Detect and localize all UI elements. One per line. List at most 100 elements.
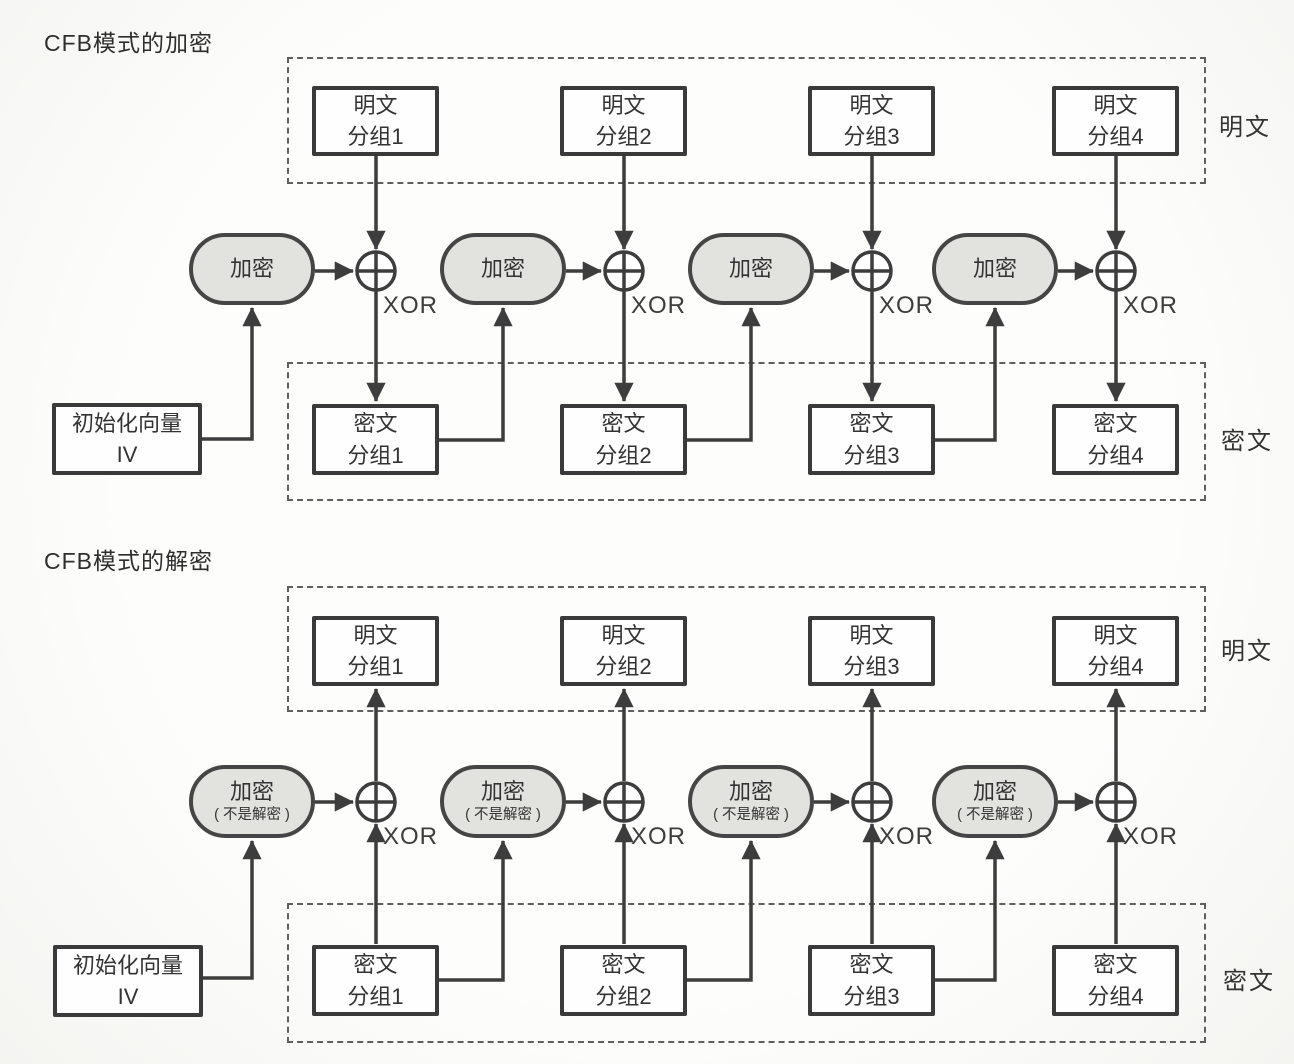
dec-plaintext-block-4: 明文 分组4 bbox=[1052, 616, 1179, 686]
encryption-title: CFB模式的加密 bbox=[44, 30, 213, 56]
dec-ciphertext-block-3-line2: 分组3 bbox=[843, 983, 900, 1009]
enc-xor2-icon bbox=[603, 250, 645, 292]
dec-encrypt-pill-2: 加密 ( 不是解密 ) bbox=[440, 765, 566, 838]
dec-encrypt-pill-1: 加密 ( 不是解密 ) bbox=[189, 765, 315, 838]
dec-plaintext-block-3: 明文 分组3 bbox=[808, 616, 935, 686]
enc-arrow-cipher1-to-encrypt2 bbox=[439, 307, 513, 442]
dec-arrow-cipher2-to-encrypt3 bbox=[687, 840, 761, 982]
dec-ciphertext-block-1-line2: 分组1 bbox=[347, 983, 404, 1009]
dec-ciphertext-block-4-line2: 分组4 bbox=[1087, 983, 1144, 1009]
dec-encrypt-pill-3-line2: ( 不是解密 ) bbox=[713, 807, 789, 823]
dec-iv-box-line2: IV bbox=[117, 984, 139, 1009]
decryption-title: CFB模式的解密 bbox=[44, 548, 213, 574]
enc-plaintext-block-1: 明文 分组1 bbox=[312, 86, 439, 156]
dec-xor-nodes bbox=[355, 781, 1137, 823]
dec-plaintext-block-1: 明文 分组1 bbox=[312, 616, 439, 686]
enc-xor1-icon bbox=[355, 250, 397, 292]
enc-connectors bbox=[202, 156, 1126, 442]
enc-xor-nodes bbox=[355, 250, 1137, 292]
dec-ciphertext-block-2-line1: 密文 bbox=[601, 952, 646, 978]
dec-plaintext-group-label: 明文 bbox=[1221, 638, 1273, 665]
dec-encrypt-pill-3: 加密 ( 不是解密 ) bbox=[688, 765, 814, 838]
dec-xor3-icon bbox=[851, 781, 893, 823]
dec-plaintext-group-frame bbox=[287, 586, 1206, 712]
enc-ciphertext-block-4: 密文 分组4 bbox=[1052, 404, 1179, 475]
enc-xor3-icon bbox=[851, 250, 893, 292]
dec-plaintext-block-3-line2: 分组3 bbox=[843, 654, 900, 679]
dec-ciphertext-block-1-line1: 密文 bbox=[353, 952, 398, 978]
dec-ciphertext-group-label: 密文 bbox=[1223, 968, 1275, 995]
dec-iv-box: 初始化向量 IV bbox=[53, 945, 203, 1017]
dec-xor4-label: XOR bbox=[1123, 823, 1179, 850]
dec-ciphertext-block-1: 密文 分组1 bbox=[312, 945, 439, 1016]
enc-ciphertext-group-label: 密文 bbox=[1221, 428, 1273, 455]
enc-plaintext-block-3: 明文 分组3 bbox=[808, 86, 935, 156]
enc-ciphertext-block-3-line1: 密文 bbox=[849, 411, 894, 437]
enc-plaintext-block-1-line2: 分组1 bbox=[347, 124, 404, 149]
dec-encrypt-pill-4-line1: 加密 bbox=[972, 778, 1017, 804]
dec-plaintext-block-1-line1: 明文 bbox=[353, 622, 398, 648]
enc-plaintext-block-4-line1: 明文 bbox=[1093, 92, 1138, 118]
dec-encrypt-pill-1-line2: ( 不是解密 ) bbox=[214, 807, 290, 823]
enc-arrow-cipher2-to-encrypt3 bbox=[687, 307, 761, 442]
enc-arrow-cipher3-to-encrypt4 bbox=[935, 307, 1005, 442]
dec-xor3-label: XOR bbox=[879, 823, 935, 850]
enc-plaintext-group-frame bbox=[287, 57, 1206, 184]
dec-ciphertext-block-2: 密文 分组2 bbox=[560, 945, 687, 1016]
enc-arrow-iv-to-encrypt1 bbox=[202, 307, 262, 441]
enc-encrypt-pill-3-label: 加密 bbox=[728, 255, 773, 281]
dec-encrypt-pill-2-line1: 加密 bbox=[480, 778, 525, 804]
enc-ciphertext-block-4-line2: 分组4 bbox=[1087, 442, 1144, 468]
enc-plaintext-block-2: 明文 分组2 bbox=[560, 86, 687, 156]
dec-encrypt-pill-4: 加密 ( 不是解密 ) bbox=[932, 765, 1058, 838]
dec-xor4-icon bbox=[1095, 781, 1137, 823]
enc-ciphertext-block-1-line2: 分组1 bbox=[347, 442, 404, 468]
enc-xor4-icon bbox=[1095, 250, 1137, 292]
enc-xor4-label: XOR bbox=[1123, 292, 1179, 319]
enc-plaintext-block-2-line2: 分组2 bbox=[595, 124, 652, 149]
enc-xor3-label: XOR bbox=[879, 292, 935, 319]
dec-ciphertext-block-3-line1: 密文 bbox=[849, 952, 894, 978]
enc-xor1-label: XOR bbox=[383, 292, 439, 319]
enc-iv-box-line2: IV bbox=[116, 442, 138, 467]
dec-xor1-label: XOR bbox=[383, 823, 439, 850]
dec-plaintext-block-2-line2: 分组2 bbox=[595, 654, 652, 679]
dec-arrow-cipher1-to-encrypt2 bbox=[439, 840, 513, 982]
enc-ciphertext-block-1-line1: 密文 bbox=[353, 411, 398, 437]
dec-encrypt-pill-1-line1: 加密 bbox=[229, 778, 274, 804]
enc-ciphertext-block-2: 密文 分组2 bbox=[560, 404, 687, 475]
dec-plaintext-block-2: 明文 分组2 bbox=[560, 616, 687, 686]
dec-plaintext-block-1-line2: 分组1 bbox=[347, 654, 404, 679]
dec-ciphertext-block-4: 密文 分组4 bbox=[1052, 945, 1179, 1016]
enc-ciphertext-block-2-line2: 分组2 bbox=[595, 442, 652, 468]
dec-xor2-icon bbox=[603, 781, 645, 823]
dec-ciphertext-block-3: 密文 分组3 bbox=[808, 945, 935, 1016]
enc-iv-box-line1: 初始化向量 bbox=[71, 410, 182, 436]
enc-encrypt-pill-3: 加密 bbox=[688, 233, 814, 305]
enc-encrypt-pill-4-label: 加密 bbox=[972, 255, 1017, 281]
enc-plaintext-block-3-line2: 分组3 bbox=[843, 124, 900, 149]
dec-xor1-icon bbox=[355, 781, 397, 823]
enc-plaintext-block-1-line1: 明文 bbox=[353, 92, 398, 118]
enc-plaintext-block-4-line2: 分组4 bbox=[1087, 124, 1144, 149]
enc-encrypt-pill-1: 加密 bbox=[189, 233, 315, 305]
enc-ciphertext-block-4-line1: 密文 bbox=[1093, 411, 1138, 437]
dec-ciphertext-group-frame bbox=[287, 903, 1206, 1043]
dec-encrypt-pill-4-line2: ( 不是解密 ) bbox=[957, 807, 1033, 823]
enc-encrypt-pill-2: 加密 bbox=[440, 233, 566, 305]
enc-ciphertext-group-frame bbox=[287, 362, 1206, 501]
dec-xor2-label: XOR bbox=[631, 823, 687, 850]
enc-encrypt-pill-1-label: 加密 bbox=[229, 255, 274, 281]
dec-encrypt-pill-3-line1: 加密 bbox=[728, 778, 773, 804]
dec-plaintext-block-4-line2: 分组4 bbox=[1087, 654, 1144, 679]
enc-plaintext-block-4: 明文 分组4 bbox=[1052, 86, 1179, 156]
dec-ciphertext-block-2-line2: 分组2 bbox=[595, 983, 652, 1009]
dec-iv-box-line1: 初始化向量 bbox=[72, 952, 183, 978]
enc-plaintext-block-2-line1: 明文 bbox=[601, 92, 646, 118]
dec-arrow-iv-to-encrypt1 bbox=[203, 840, 262, 980]
enc-ciphertext-block-3: 密文 分组3 bbox=[808, 404, 935, 475]
enc-plaintext-group-label: 明文 bbox=[1219, 114, 1271, 141]
enc-encrypt-pill-4: 加密 bbox=[932, 233, 1058, 305]
enc-ciphertext-block-1: 密文 分组1 bbox=[312, 404, 439, 475]
